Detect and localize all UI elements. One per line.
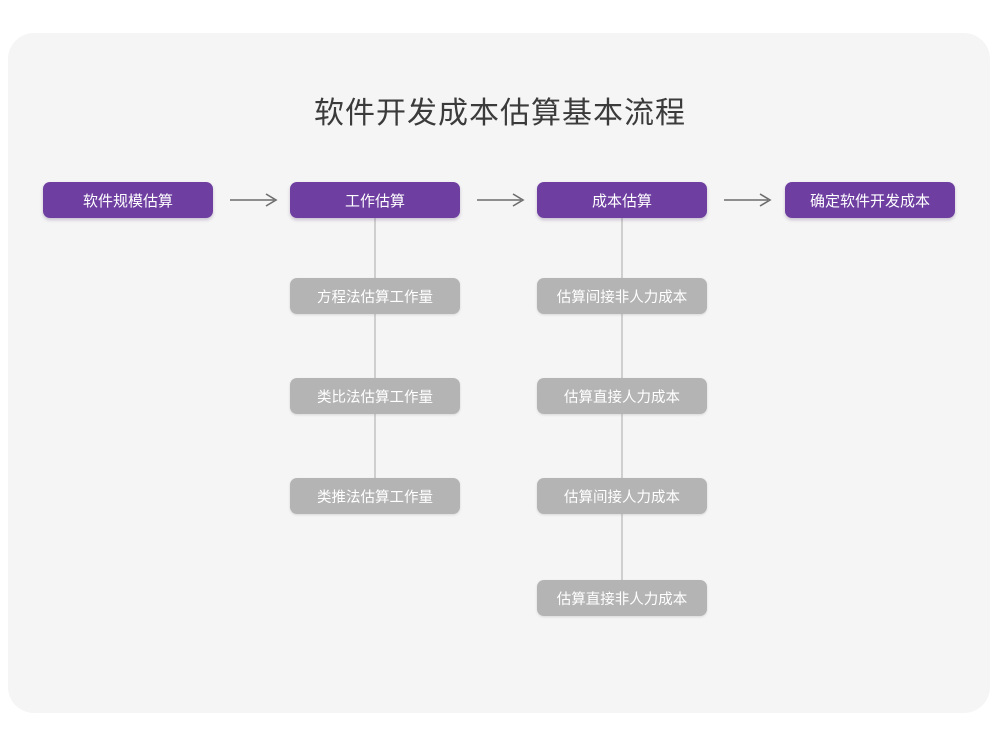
page-title: 软件开发成本估算基本流程 [314,97,686,130]
connector-cost-2 [621,414,623,478]
long-right-arrow-icon-1 [228,190,282,210]
flow-node-step-2[interactable]: 工作估算 [290,182,460,218]
flow-node-work-1[interactable]: 方程法估算工作量 [290,278,460,314]
connector-work-1 [374,314,376,378]
connector-cost-0 [621,218,623,278]
flow-node-step-4[interactable]: 确定软件开发成本 [785,182,955,218]
flow-node-label: 方程法估算工作量 [317,289,433,306]
flow-node-step-3[interactable]: 成本估算 [537,182,707,218]
flow-node-label: 估算直接人力成本 [564,389,680,406]
flow-node-cost-4[interactable]: 估算直接非人力成本 [537,580,707,616]
flow-node-work-2[interactable]: 类比法估算工作量 [290,378,460,414]
connector-cost-3 [621,514,623,580]
flow-node-cost-1[interactable]: 估算间接非人力成本 [537,278,707,314]
connector-work-0 [374,218,376,278]
connector-cost-1 [621,314,623,378]
long-right-arrow-icon-2 [475,190,529,210]
connector-work-2 [374,414,376,478]
flow-node-label: 估算间接非人力成本 [556,289,688,306]
flow-node-label: 估算直接非人力成本 [556,591,688,608]
flow-node-label: 工作估算 [344,192,405,210]
diagram-canvas [8,33,990,713]
long-right-arrow-icon-3 [722,190,776,210]
flow-node-label: 估算间接人力成本 [564,489,680,506]
flow-node-step-1[interactable]: 软件规模估算 [43,182,213,218]
flow-node-label: 软件规模估算 [82,192,173,210]
flow-node-cost-3[interactable]: 估算间接人力成本 [537,478,707,514]
flow-node-cost-2[interactable]: 估算直接人力成本 [537,378,707,414]
flow-node-label: 类比法估算工作量 [317,389,433,406]
flow-node-label: 确定软件开发成本 [809,192,930,210]
flow-node-label: 成本估算 [591,192,652,210]
flow-node-work-3[interactable]: 类推法估算工作量 [290,478,460,514]
flow-node-label: 类推法估算工作量 [317,489,433,506]
